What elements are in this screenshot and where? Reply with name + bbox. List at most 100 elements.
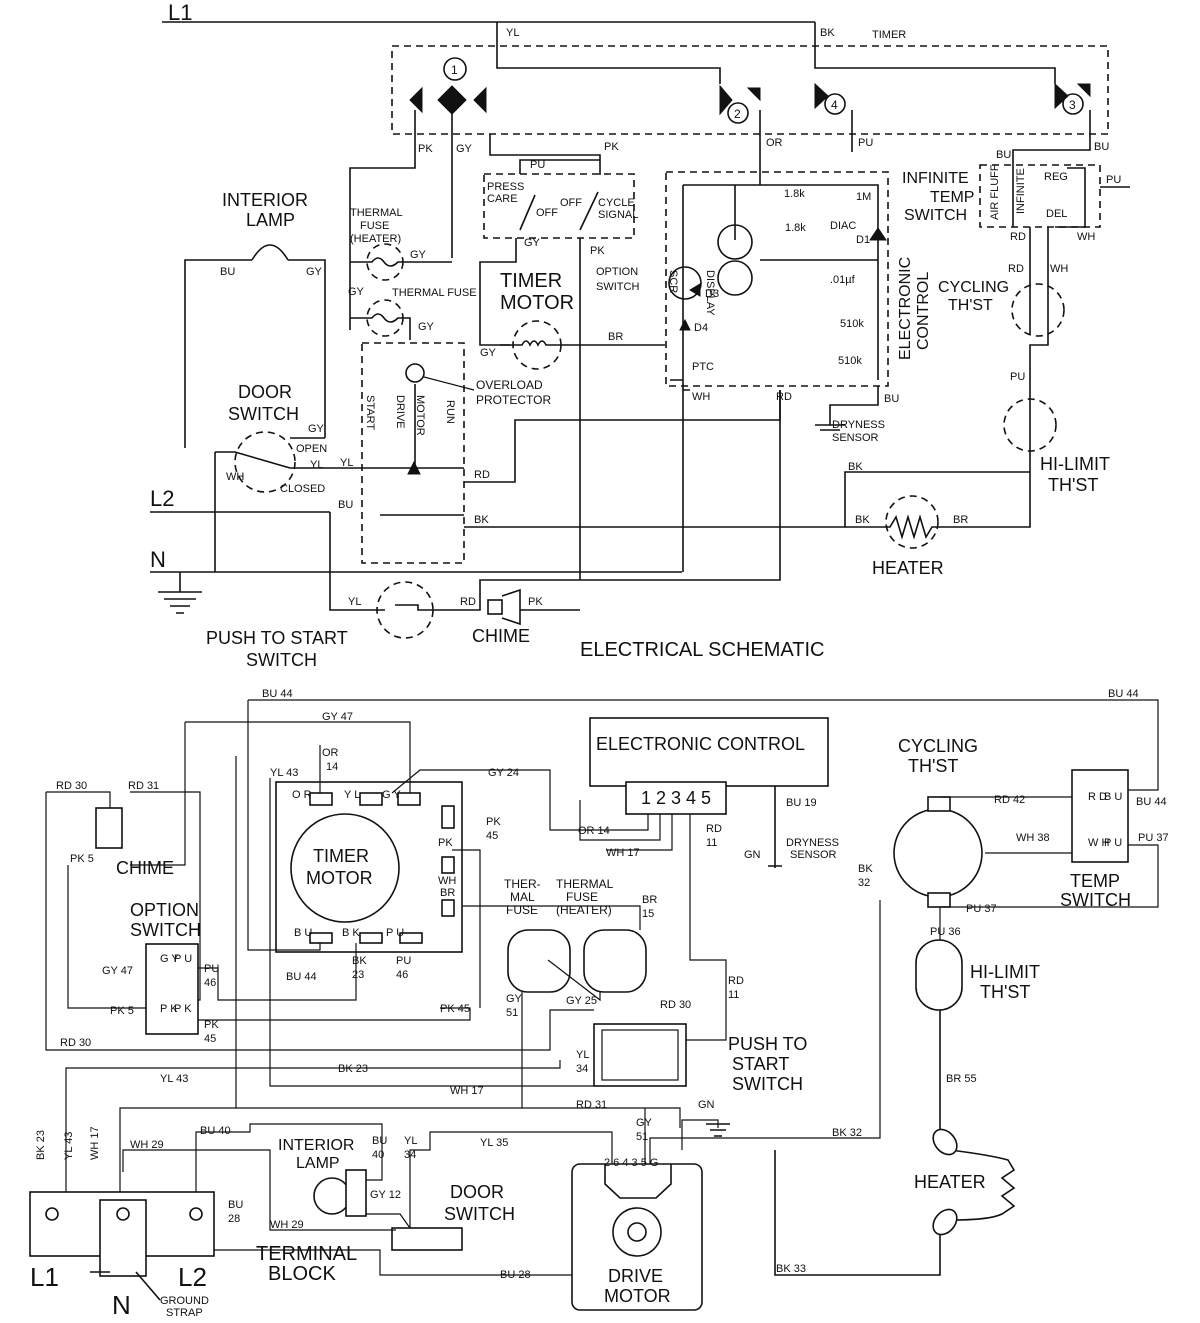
wd-ts-l1: TEMP <box>1070 871 1120 891</box>
ec-d4: D4 <box>694 322 708 334</box>
opt-care: CARE <box>487 193 518 205</box>
wd-door-switch <box>391 1227 463 1251</box>
inf-l1: INFINITE <box>902 170 969 187</box>
electrical-schematic: L1 L2 N TIMER YL BK 1 2 4 3 PK GY PK <box>150 0 1130 670</box>
wd-tf-l1: THER- <box>504 877 541 891</box>
cyc-l1: CYCLING <box>938 279 1009 296</box>
ec-display: DISPLAY <box>704 270 716 316</box>
wd-opt-gy: G Y <box>160 953 179 965</box>
timer-bus <box>496 46 1056 84</box>
wire-pu-inf: PU <box>1106 174 1121 186</box>
wl-pk45d: 45 <box>204 1033 216 1045</box>
ec-r1: 1.8k <box>784 188 805 200</box>
wd-cyc-top <box>927 796 951 812</box>
wd-pin-gy: G Y <box>382 789 401 801</box>
inf-reg: REG <box>1044 171 1068 183</box>
wl-yl35: YL 35 <box>480 1137 508 1149</box>
wd-term-n-screw <box>116 1207 130 1221</box>
option-switch-l1: OPTION <box>596 266 638 278</box>
wd-drive-motor <box>571 1163 703 1311</box>
wd-drive-pulley <box>612 1207 662 1257</box>
wl-bu44d: BU 44 <box>286 971 317 983</box>
wd-gn-ground <box>706 1123 730 1137</box>
thermal-fuse-wire <box>350 313 411 340</box>
wd-push-start <box>593 1023 687 1087</box>
motor-switch-arrow <box>407 460 421 475</box>
wd-push-start-inner <box>601 1029 679 1081</box>
wd-thermal-fuse-heater <box>583 929 647 993</box>
wire-bu-inf: BU <box>996 149 1011 161</box>
wl-wh17c: WH 17 <box>89 1126 101 1160</box>
wd-timer-motor-circle <box>290 813 400 923</box>
wl-pu46c: PU <box>396 955 411 967</box>
wl-yl43a: YL 43 <box>270 767 298 779</box>
contact-2-marker <box>727 102 749 124</box>
contact-1-marker <box>443 57 467 81</box>
wd-opt-pk1: P K <box>160 1003 178 1015</box>
wd-tb-l1: TERMINAL <box>256 1243 357 1265</box>
wd-ds-l1: DOOR <box>450 1182 504 1202</box>
timer-contact-3 <box>1054 82 1091 110</box>
wire-rd-push: RD <box>460 596 476 608</box>
opt-press: PRESS <box>487 181 524 193</box>
wd-opt-pk2: P K <box>174 1003 192 1015</box>
ec-d3: D3 <box>705 288 719 300</box>
wd-opt-l1: OPTION <box>130 900 199 920</box>
wl-gy51b: 51 <box>506 1007 518 1019</box>
contact-3-num: 3 <box>1069 98 1076 112</box>
wiring-pictorial: ELECTRONIC CONTROL 1 2 3 4 5 BU 19 DRYNE… <box>29 688 1169 1320</box>
wl-wh17b: WH 17 <box>450 1085 484 1097</box>
wire-bk-h2: BK <box>855 514 870 526</box>
wd-heater-terminal-2 <box>932 1208 958 1236</box>
wire-gy-tf: GY <box>418 321 435 333</box>
wl-bk32c: BK 32 <box>832 1127 862 1139</box>
wire-wh-door: WH <box>226 471 244 483</box>
wd-tfh-l2: FUSE <box>566 890 598 904</box>
push-start-wires <box>329 390 781 611</box>
wire-bk-run: BK <box>474 514 489 526</box>
timer-motor-coil <box>500 340 665 347</box>
wl-bu28c: BU 28 <box>500 1269 531 1281</box>
wire-pk-chime: PK <box>528 596 543 608</box>
wd-term-n: N <box>112 1290 131 1320</box>
wire-yl-push: YL <box>348 596 361 608</box>
wd-ts-rd: R D <box>1088 791 1107 803</box>
opt-cycle: CYCLE <box>598 197 635 209</box>
timer-contact-4 <box>814 82 829 110</box>
option-switch-levers <box>519 159 600 231</box>
hi-limit-wire <box>960 395 1031 528</box>
wl-gy25: GY 25 <box>566 995 597 1007</box>
line-n-label: N <box>150 547 166 572</box>
door-closed: CLOSED <box>280 483 325 495</box>
wd-tfh-l1: THERMAL <box>556 877 614 891</box>
inf-l2: TEMP <box>930 189 974 206</box>
inf-air-fluff: AIR FLUFF <box>989 164 1001 220</box>
wire-gy-opt: GY <box>524 237 541 249</box>
timer-box <box>391 45 1109 135</box>
wl-br55: BR 55 <box>946 1073 977 1085</box>
line-l1-label: L1 <box>168 0 192 25</box>
heater-label: HEATER <box>872 558 944 578</box>
wl-rd42: RD 42 <box>994 794 1025 806</box>
lamp-label-2: LAMP <box>246 210 295 230</box>
wire-pk-opt: PK <box>590 245 605 257</box>
ec-diac: DIAC <box>830 220 856 232</box>
wl-bu44c: BU 44 <box>1136 796 1167 808</box>
wl-pu46d: 46 <box>396 969 408 981</box>
overload-l2: PROTECTOR <box>476 393 551 407</box>
wd-tfh-l3: (HEATER) <box>556 903 612 917</box>
wl-rd11d: 11 <box>728 989 739 1001</box>
wl-or14b: 14 <box>326 761 338 773</box>
wd-heater-coil <box>774 1010 1016 1276</box>
wd-ts-pu: P U <box>1104 837 1122 849</box>
schematic-title: ELECTRICAL SCHEMATIC <box>580 639 824 661</box>
wl-rd31a: RD 31 <box>128 780 159 792</box>
wire-yl-top: YL <box>506 27 519 39</box>
wd-term-l2-screw <box>189 1207 203 1221</box>
wl-bu40a: BU 40 <box>200 1125 231 1137</box>
wd-opt-pu: P U <box>174 953 192 965</box>
wd-dm-l1: DRIVE <box>608 1266 663 1286</box>
wire-gy-fuse: GY <box>410 249 427 261</box>
ec-d1: D1 <box>856 234 870 246</box>
